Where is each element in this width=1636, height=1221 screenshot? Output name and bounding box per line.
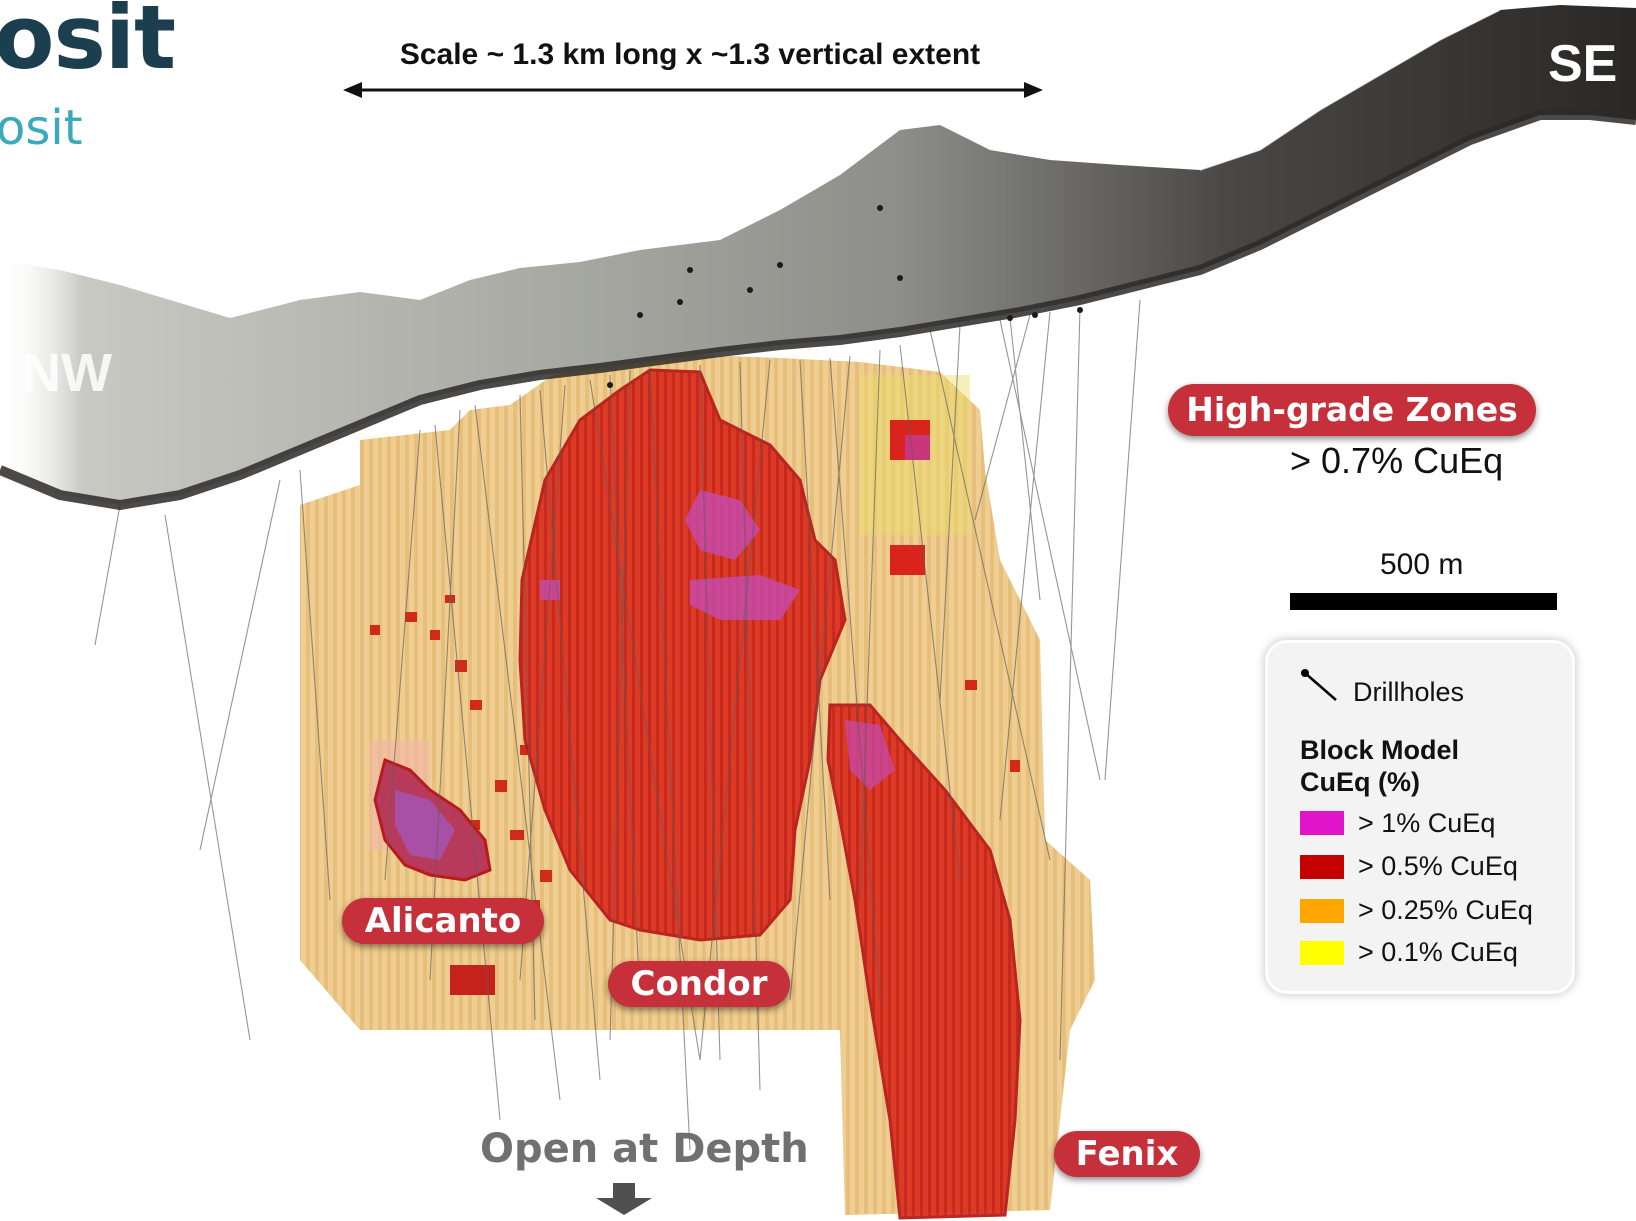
direction-nw: NW bbox=[22, 342, 112, 404]
zone-label-alicanto: Alicanto bbox=[342, 898, 544, 944]
legend-subtitle: CuEq (%) bbox=[1300, 767, 1420, 798]
zone-label-condor: Condor bbox=[608, 961, 790, 1007]
legend-swatch-05pct bbox=[1300, 855, 1344, 879]
scale-bar-label: 500 m bbox=[1380, 548, 1463, 582]
legend-item-05pct: > 0.5% CuEq bbox=[1358, 851, 1518, 882]
high-grade-zones-label: High-grade Zones bbox=[1168, 384, 1536, 436]
zone-label-fenix: Fenix bbox=[1054, 1131, 1200, 1177]
scale-arrow bbox=[343, 82, 1043, 98]
legend-panel: Drillholes Block Model CuEq (%) > 1% CuE… bbox=[1265, 640, 1575, 994]
legend-swatch-1pct bbox=[1300, 811, 1344, 835]
high-grade-threshold: > 0.7% CuEq bbox=[1290, 440, 1503, 482]
open-at-depth-label: Open at Depth bbox=[480, 1126, 809, 1172]
legend-item-1pct: > 1% CuEq bbox=[1358, 808, 1495, 839]
legend-item-025pct: > 0.25% CuEq bbox=[1358, 895, 1533, 926]
down-arrow-icon bbox=[596, 1183, 652, 1215]
legend-swatch-025pct bbox=[1300, 899, 1344, 923]
legend-title: Block Model bbox=[1300, 735, 1459, 766]
scale-bar bbox=[1290, 593, 1557, 610]
legend-drillholes-label: Drillholes bbox=[1353, 677, 1464, 708]
legend-item-01pct: > 0.1% CuEq bbox=[1358, 937, 1518, 968]
scale-note: Scale ~ 1.3 km long x ~1.3 vertical exte… bbox=[0, 38, 1380, 72]
page-subtitle: osit bbox=[0, 100, 83, 156]
drillhole-icon bbox=[1300, 668, 1340, 704]
legend-swatch-01pct bbox=[1300, 941, 1344, 965]
direction-se: SE bbox=[1548, 34, 1617, 94]
